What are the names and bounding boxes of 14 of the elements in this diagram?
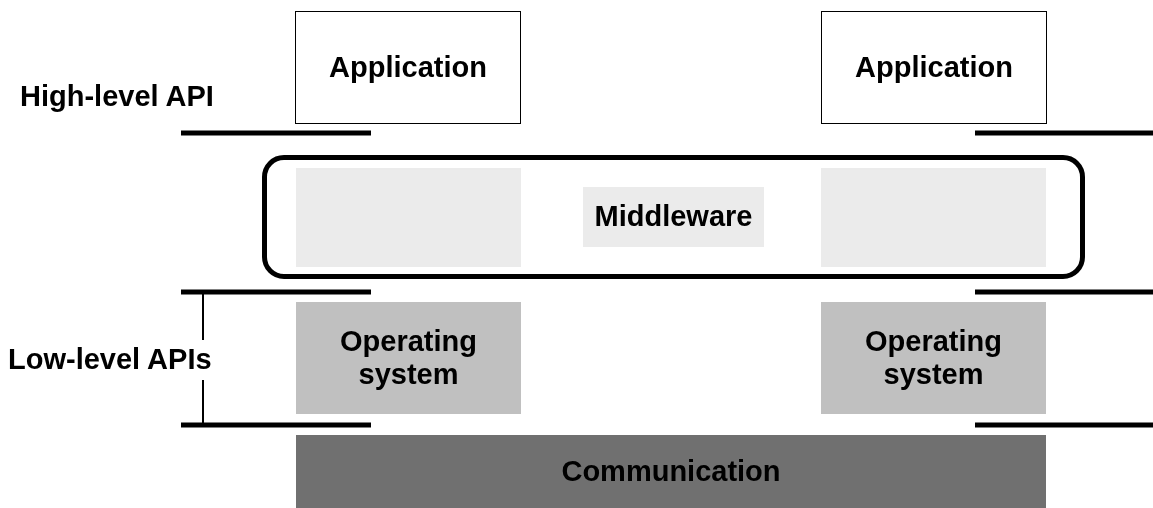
middleware-frame: [262, 155, 1085, 279]
layer-title: Middleware: [582, 187, 765, 247]
layer-box: [295, 11, 521, 124]
layer-title: Application: [854, 50, 1014, 85]
layer-title: Communication: [560, 454, 782, 489]
layer-box: [296, 302, 521, 414]
layer-box: [821, 11, 1047, 124]
layer-title: Operating system: [339, 324, 478, 392]
api-level-label: High-level API: [20, 80, 214, 113]
layer-box: [296, 435, 1046, 508]
layer-title: Operating system: [864, 324, 1003, 392]
api-level-label: Low-level APIs: [8, 343, 212, 376]
layer-box: [821, 302, 1046, 414]
layer-title: Application: [328, 50, 488, 85]
